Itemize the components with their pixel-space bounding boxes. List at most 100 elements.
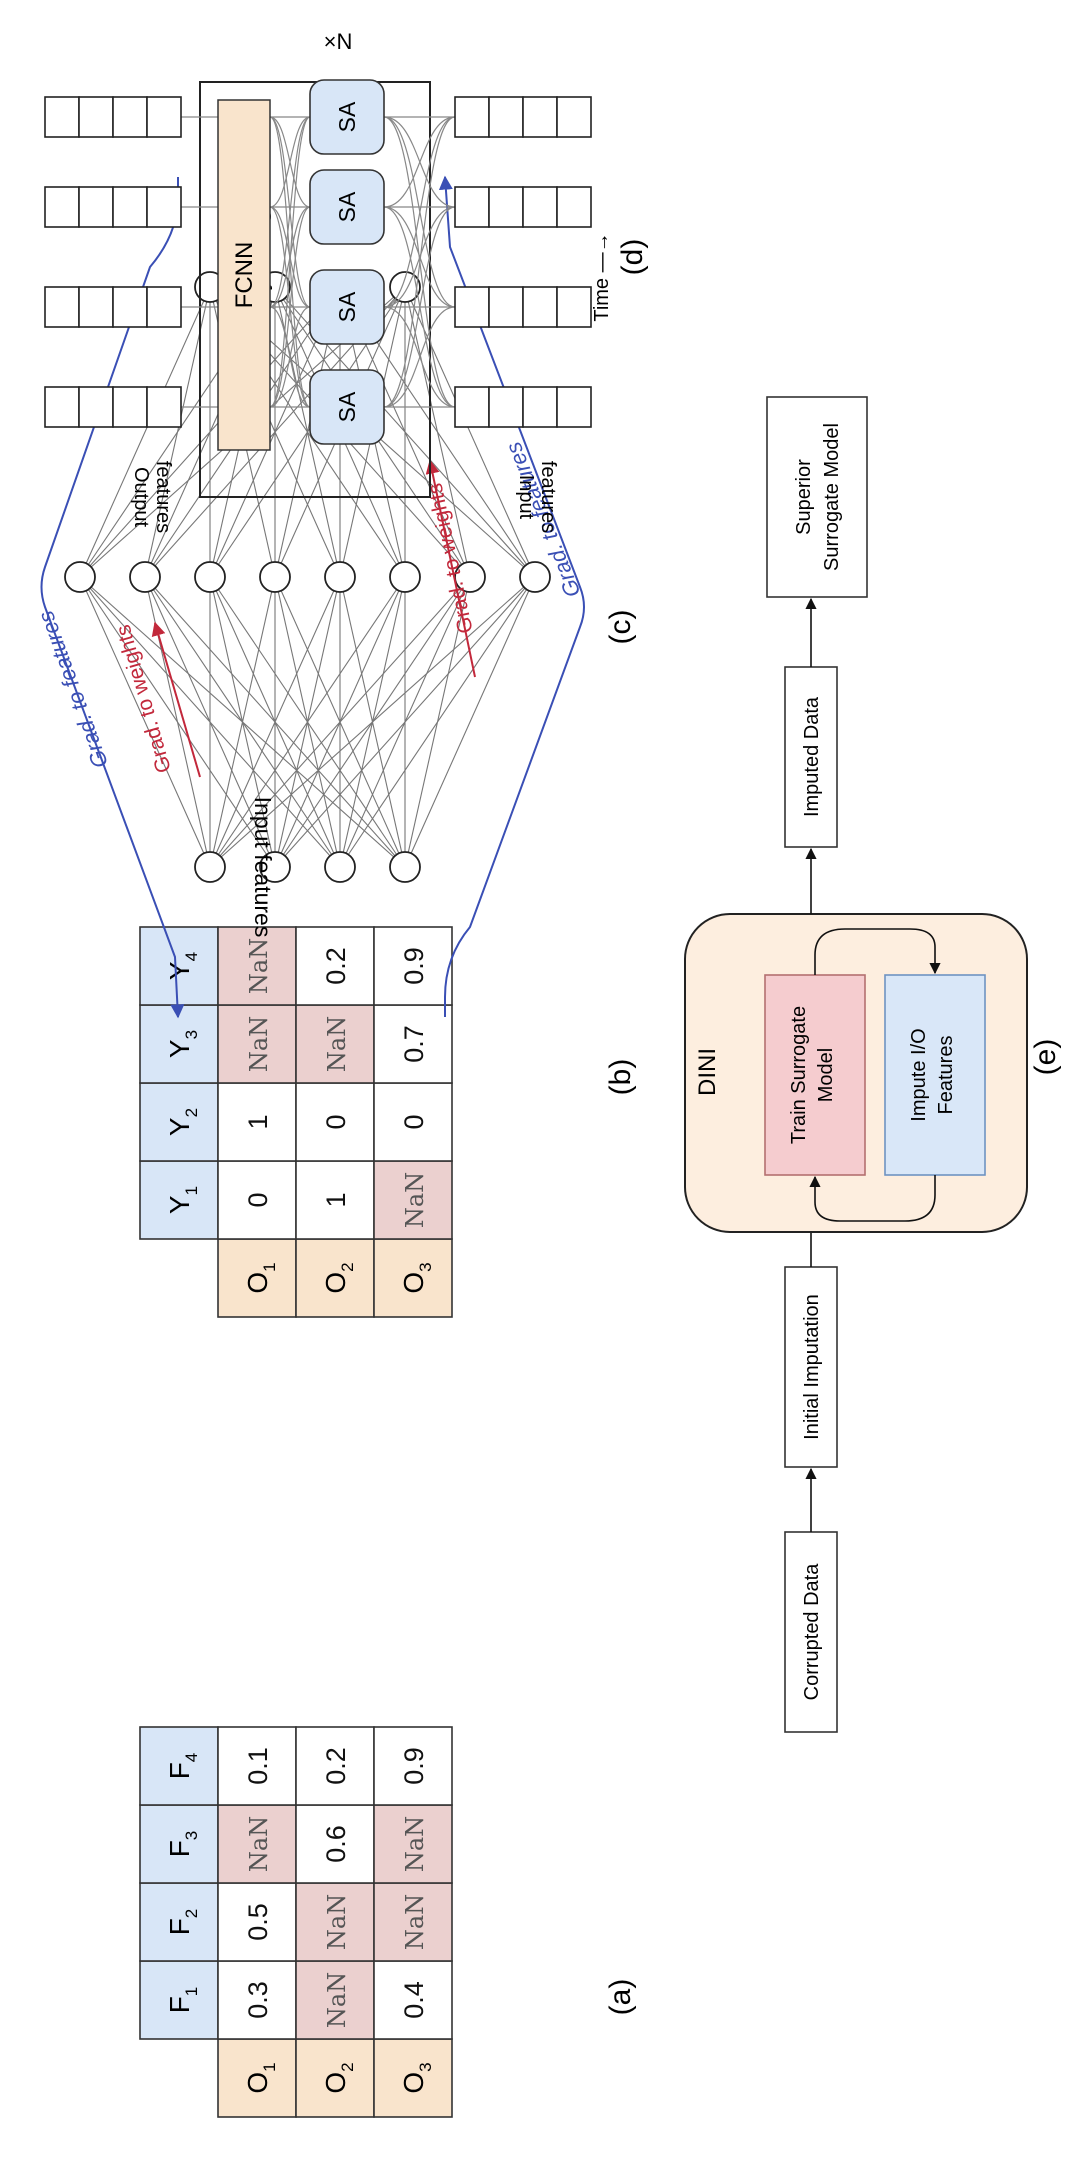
network-node: [519, 561, 551, 593]
wire: [383, 116, 456, 208]
imputed-data-label: Imputed Data: [801, 696, 823, 817]
dini-label: DINI: [694, 1048, 721, 1096]
sa-block: [309, 79, 385, 155]
panel-e-label: (e): [1029, 1039, 1062, 1076]
col-header-label: F1: [164, 1987, 201, 2014]
output-vector-cell: [146, 96, 182, 138]
cell-value: 0.5: [243, 1903, 273, 1941]
cell-value: 0.6: [321, 1825, 351, 1863]
wire: [269, 116, 311, 408]
output-vector-cell: [112, 286, 148, 328]
network-edge: [404, 576, 471, 868]
cell-value: 0.2: [321, 1747, 351, 1785]
cell-value: NaN: [323, 1016, 351, 1072]
input-features-label: Input features: [250, 797, 276, 938]
grad-features-label-1: Grad. to features: [33, 608, 113, 772]
panel-d-label: (d): [616, 239, 649, 276]
cell-value: 0.4: [399, 1981, 429, 2019]
network-edge: [79, 286, 211, 578]
corrupted-data-label: Corrupted Data: [801, 1563, 823, 1701]
cell-value: 0: [399, 1114, 429, 1129]
cell-value: NaN: [401, 1816, 429, 1872]
cell-value: 1: [321, 1192, 351, 1207]
output-vector-cell: [44, 286, 80, 328]
cell-value: 0: [321, 1114, 351, 1129]
grad-features-arrow-2: [438, 175, 585, 1017]
grad-weights-arrow-1: [151, 621, 201, 778]
network-edge: [404, 576, 536, 868]
network-edge: [274, 576, 406, 868]
input-vector-cell: [454, 286, 490, 328]
panel-b-label: (b): [604, 1059, 637, 1096]
wire: [269, 206, 311, 408]
train-label-1: Train Surrogate: [788, 1006, 810, 1144]
superior-label-2: Surrogate Model: [821, 423, 843, 571]
input-vector-cell: [556, 286, 592, 328]
wire: [269, 306, 311, 408]
cell-value: 0.9: [399, 1747, 429, 1785]
cell-value: NaN: [401, 1894, 429, 1950]
grad-weights-arrow-2: [425, 459, 476, 678]
cell-value: NaN: [323, 1972, 351, 2028]
output-vector-cell: [112, 96, 148, 138]
impute-label-1: Impute I/O: [908, 1028, 930, 1121]
output-vector-cell: [44, 96, 80, 138]
cell-value: NaN: [245, 1016, 273, 1072]
loop-arrow-train-to-impute: [814, 928, 941, 975]
network-edge: [209, 576, 406, 868]
input-vector-cell: [454, 386, 490, 428]
superior-label-1: Superior: [793, 459, 815, 535]
network-node: [64, 561, 96, 593]
wire: [383, 306, 456, 408]
network-node: [324, 561, 356, 593]
cell-value: 0: [243, 1192, 273, 1207]
input-vector-cell: [522, 96, 558, 138]
output-vector-cell: [44, 386, 80, 428]
output-vector-cell: [44, 186, 80, 228]
sa-block: [309, 369, 385, 445]
network-edge: [404, 286, 536, 578]
d-output-features-2: features: [152, 461, 174, 533]
sa-block: [309, 169, 385, 245]
input-vector-cell: [556, 386, 592, 428]
value-cell: [373, 1726, 453, 1806]
input-vector-cell: [556, 96, 592, 138]
sa-label: SA: [334, 291, 360, 322]
network-edge: [79, 576, 406, 868]
fcnn-block: [217, 99, 271, 451]
panel-c-label: (c): [604, 610, 637, 645]
cell-value: NaN: [401, 1172, 429, 1228]
input-vector-cell: [488, 186, 524, 228]
input-vector-cell: [454, 96, 490, 138]
network-edge: [339, 576, 406, 868]
panel-a-label: (a): [604, 1979, 637, 2016]
wire: [383, 206, 456, 308]
wire: [269, 116, 311, 208]
cell-value: NaN: [245, 1816, 273, 1872]
output-vector-cell: [78, 386, 114, 428]
input-vector-cell: [522, 186, 558, 228]
grad-weights-label-1: Grad. to weights: [112, 622, 176, 775]
wire: [269, 116, 311, 308]
wire: [383, 206, 456, 408]
loop-arrow-impute-to-train: [809, 1175, 936, 1222]
sa-label: SA: [334, 101, 360, 132]
cell-value: 0.3: [243, 1981, 273, 2019]
sa-label: SA: [334, 391, 360, 422]
input-vector-cell: [488, 286, 524, 328]
network-edge: [79, 576, 341, 868]
network-node: [389, 271, 421, 303]
d-input-features-2: features: [537, 461, 559, 533]
cell-value: 0.1: [243, 1747, 273, 1785]
input-vector-cell: [488, 386, 524, 428]
cell-value: NaN: [323, 1894, 351, 1950]
network-node: [389, 561, 421, 593]
input-vector-cell: [522, 386, 558, 428]
network-edge: [144, 576, 406, 868]
cell-value: 0.9: [399, 947, 429, 985]
